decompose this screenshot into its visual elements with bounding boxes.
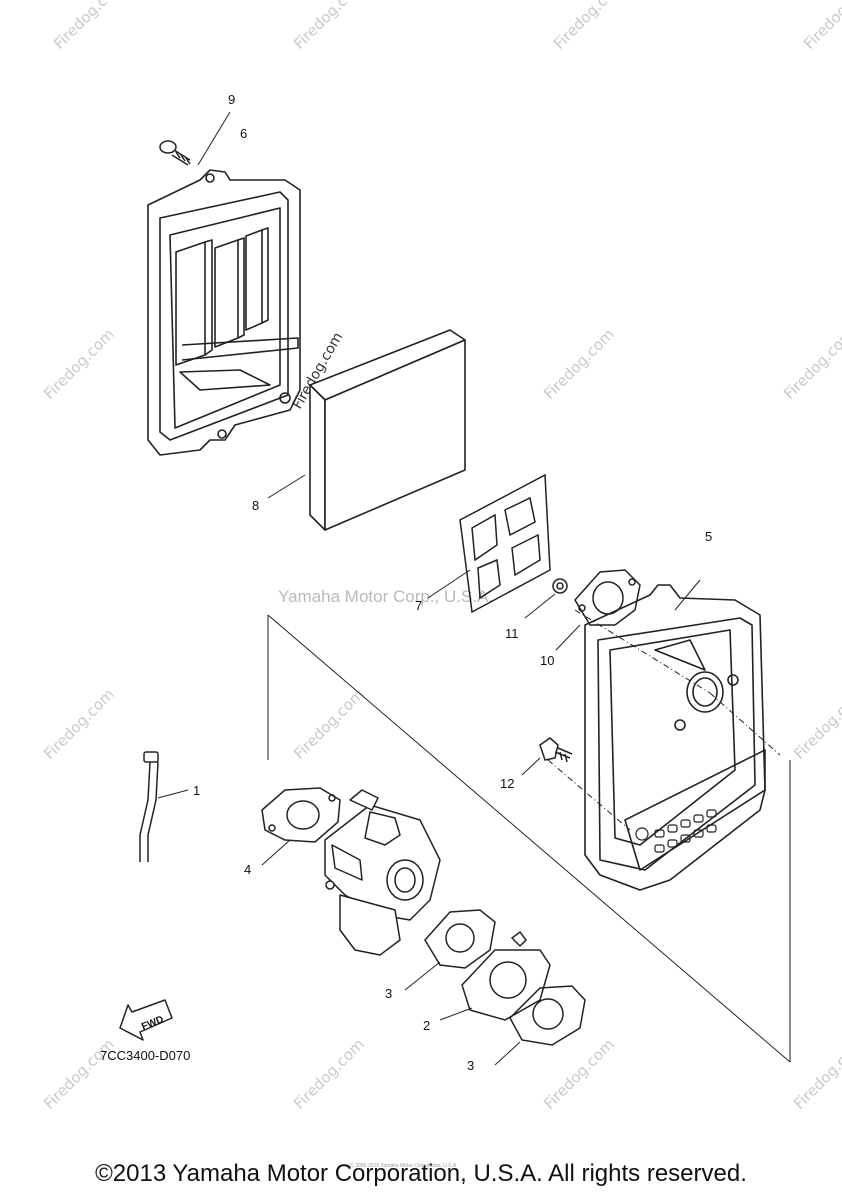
callout-3-lower: 3 xyxy=(467,1058,474,1073)
callout-4: 4 xyxy=(244,862,251,877)
callout-10: 10 xyxy=(540,653,554,668)
watermark-layer: Firedog.com Firedog.com Firedog.com Fire… xyxy=(40,0,842,1113)
insulator-2 xyxy=(439,930,551,1021)
watermark-site: Firedog.com xyxy=(290,685,368,763)
filter-case-cover xyxy=(147,169,301,456)
gasket-sheet-7 xyxy=(427,473,551,614)
watermark-site: Firedog.com xyxy=(550,0,628,53)
bolt-12 xyxy=(521,737,573,776)
callout-1: 1 xyxy=(193,783,200,798)
cable-tie-1 xyxy=(139,751,189,862)
gasket-4 xyxy=(261,787,341,866)
carburetor xyxy=(324,789,441,956)
drawing-code: 7CC3400-D070 xyxy=(100,1048,190,1063)
assembly-lines xyxy=(267,609,791,1063)
fwd-arrow: FWD xyxy=(119,999,173,1041)
watermark-site: Firedog.com xyxy=(790,685,842,763)
callouts: 1 2 3 3 4 5 6 7 8 9 10 11 12 xyxy=(193,92,712,1073)
watermark-site: Firedog.com xyxy=(780,325,842,403)
watermark-site: Firedog.com xyxy=(40,325,118,403)
bolt-9 xyxy=(159,111,231,166)
watermark-site: Firedog.com xyxy=(540,1035,618,1113)
nut-11 xyxy=(524,578,568,619)
gasket-10 xyxy=(555,569,641,651)
gasket-3-upper xyxy=(404,909,496,991)
watermark-site: Firedog.com xyxy=(40,685,118,763)
watermark-site: Firedog.com xyxy=(800,0,842,53)
watermark-site: Firedog.com xyxy=(290,0,368,53)
callout-5: 5 xyxy=(705,529,712,544)
callout-9: 9 xyxy=(228,92,235,107)
callout-11: 11 xyxy=(505,626,519,641)
watermark-site: Firedog.com xyxy=(290,1035,368,1113)
watermark-site: Firedog.com xyxy=(50,0,128,53)
watermark-site: Firedog.com xyxy=(40,1035,118,1113)
callout-3-upper: 3 xyxy=(385,986,392,1001)
watermark-center: Yamaha Motor Corp., U.S.A. xyxy=(278,587,493,606)
callout-7: 7 xyxy=(415,598,422,613)
callout-12: 12 xyxy=(500,776,514,791)
callout-2: 2 xyxy=(423,1018,430,1033)
watermark-site: Firedog.com xyxy=(540,325,618,403)
callout-6: 6 xyxy=(240,126,247,141)
watermark-site: Firedog.com xyxy=(790,1035,842,1113)
copyright-notice: ©2013 Yamaha Motor Corporation, U.S.A. A… xyxy=(95,1160,747,1187)
callout-8: 8 xyxy=(252,498,259,513)
filter-element xyxy=(267,329,466,531)
filter-case xyxy=(584,579,766,891)
fineprint: (c) 2005-2015 Yamaha Motor Corporation, … xyxy=(348,1163,458,1169)
gasket-3-lower xyxy=(494,985,586,1066)
